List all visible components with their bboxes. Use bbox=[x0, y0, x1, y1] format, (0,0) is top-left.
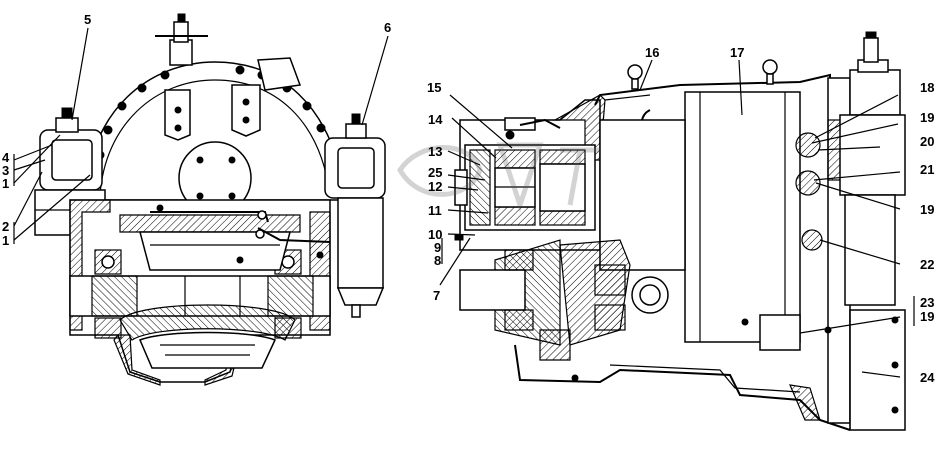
label-1-bottom: 1 bbox=[2, 233, 9, 248]
label-9: 9 bbox=[434, 240, 441, 255]
label-23: 23 bbox=[920, 295, 934, 310]
label-21: 21 bbox=[920, 162, 934, 177]
label-14: 14 bbox=[428, 112, 443, 127]
label-19-b: 19 bbox=[920, 202, 934, 217]
label-1-top: 1 bbox=[2, 176, 9, 191]
label-25: 25 bbox=[428, 165, 442, 180]
label-7: 7 bbox=[433, 288, 440, 303]
left-housing-view bbox=[34, 13, 386, 386]
label-15: 15 bbox=[427, 80, 441, 95]
label-6: 6 bbox=[384, 20, 391, 35]
right-filter bbox=[324, 113, 386, 318]
label-2: 2 bbox=[2, 219, 9, 234]
label-8: 8 bbox=[434, 253, 441, 268]
label-5: 5 bbox=[84, 12, 91, 27]
label-16: 16 bbox=[645, 45, 659, 60]
label-3: 3 bbox=[2, 163, 9, 178]
label-22: 22 bbox=[920, 257, 934, 272]
watermark bbox=[397, 142, 600, 213]
label-4: 4 bbox=[2, 150, 10, 165]
label-24: 24 bbox=[920, 370, 935, 385]
right-transmission-section bbox=[397, 31, 906, 431]
label-12: 12 bbox=[428, 179, 442, 194]
label-20: 20 bbox=[920, 134, 934, 149]
label-13: 13 bbox=[428, 144, 442, 159]
label-11: 11 bbox=[428, 203, 442, 218]
callout-labels: 5 6 4 3 1 2 1 15 14 13 25 12 11 10 9 8 7… bbox=[2, 12, 935, 385]
label-19-a: 19 bbox=[920, 110, 934, 125]
label-10: 10 bbox=[428, 227, 442, 242]
label-17: 17 bbox=[730, 45, 744, 60]
label-18: 18 bbox=[920, 80, 934, 95]
leader-lines bbox=[13, 27, 915, 378]
label-19-c: 19 bbox=[920, 309, 934, 324]
